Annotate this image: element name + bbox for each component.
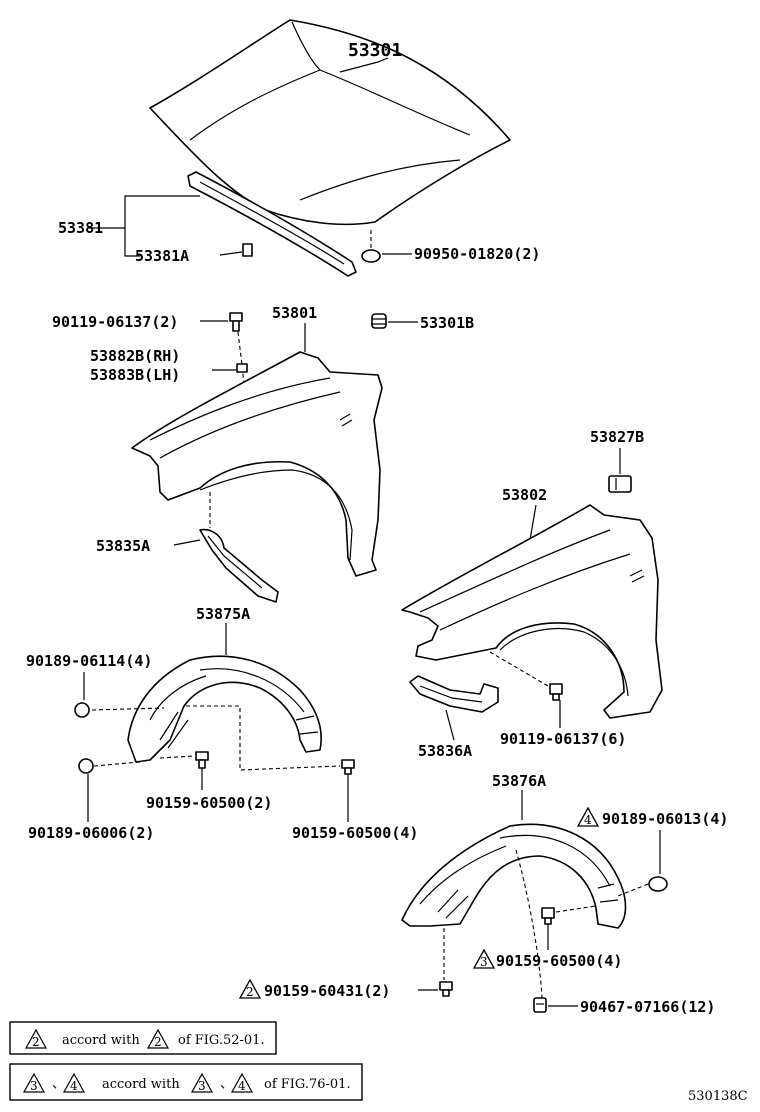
marker-triangle-2-a: 2 [238,978,262,999]
bolt-90119-b[interactable] [549,683,563,701]
screw-90159-a[interactable] [195,751,209,769]
seal-53381[interactable] [187,171,357,277]
dash-90159-b [186,705,341,771]
screw-90159-d[interactable] [439,981,453,997]
label-53802: 53802 [502,486,547,504]
label-53827B: 53827B [590,428,644,446]
svg-text:3: 3 [198,1079,206,1093]
fender-53801[interactable] [131,351,383,577]
svg-text:3: 3 [30,1079,38,1093]
label-53836A: 53836A [418,742,472,760]
clip-90467[interactable] [533,997,547,1013]
label-53883B: 53883B(LH) [90,366,180,384]
svg-text:of FIG.52-01.: of FIG.52-01. [178,1033,265,1048]
svg-text:4: 4 [238,1079,246,1093]
label-53876A: 53876A [492,772,546,790]
note-box-1: 2 accord with 2 of FIG.52-01. [9,1021,277,1055]
dash-90189-a [91,707,165,711]
svg-text:3: 3 [480,955,488,969]
figure-code: 530138C [688,1089,748,1104]
svg-text:2: 2 [154,1035,162,1049]
bumper-90950[interactable] [361,230,381,263]
dash-90159-a [159,755,195,759]
label-53381A: 53381A [135,247,189,265]
fender-53802[interactable] [401,504,663,719]
clip-53301B[interactable] [371,313,387,329]
label-53301B: 53301B [420,314,474,332]
label-90159-a: 90159-60500(2) [146,794,272,812]
label-90950: 90950-01820(2) [414,245,540,263]
liner-53875A[interactable] [127,655,322,763]
label-53381: 53381 [58,219,103,237]
dash-90467 [515,849,543,999]
svg-text:4: 4 [584,813,592,827]
marker-triangle-4-a: 4 [576,806,600,827]
svg-text:、: 、 [220,1077,233,1092]
liner-53876A[interactable] [401,823,627,929]
label-53301: 53301 [348,40,402,61]
label-90159-b: 90159-60500(4) [292,824,418,842]
bracket-53835A[interactable] [199,528,279,603]
clip-53381A[interactable] [219,243,253,257]
dash-90119-b [489,651,549,687]
label-53835A: 53835A [96,537,150,555]
label-90189-b: 90189-06006(2) [28,824,154,842]
label-90119-b: 90119-06137(6) [500,730,626,748]
dash-90159-c [555,905,597,913]
label-90119-a: 90119-06137(2) [52,313,178,331]
svg-text:of FIG.76-01.: of FIG.76-01. [264,1077,351,1092]
leader-53836A [445,709,455,741]
svg-text:accord with: accord with [102,1077,180,1092]
label-90189-c: 90189-06013(4) [602,810,728,828]
dash-90189-b [93,761,141,767]
clip-90189-b[interactable] [78,758,94,774]
screw-90159-b[interactable] [341,759,355,775]
clip-90189-c[interactable] [648,876,668,892]
hood-53301[interactable] [149,19,511,226]
label-53801: 53801 [272,304,317,322]
screw-90159-c[interactable] [541,907,555,925]
marker-triangle-3: 3 [472,948,496,969]
svg-text:4: 4 [70,1079,78,1093]
clip-53827B[interactable] [608,475,632,493]
svg-text:2: 2 [246,985,254,999]
leader-53381 [124,195,200,257]
svg-text:2: 2 [32,1035,40,1049]
label-90159-d: 90159-60431(2) [264,982,390,1000]
leader-53835A [173,539,201,546]
label-90159-c: 90159-60500(4) [496,952,622,970]
label-90189-a: 90189-06114(4) [26,652,152,670]
label-53875A: 53875A [196,605,250,623]
dash-90189-c [617,883,649,897]
leader-53301 [339,57,389,73]
bracket-53836A[interactable] [409,675,499,713]
svg-text:accord with: accord with [62,1033,140,1048]
label-90467: 90467-07166(12) [580,998,715,1016]
clip-53882B[interactable] [236,363,248,373]
note-box-2: 3 、 4 accord with 3 、 4 of FIG.76-01. [9,1063,363,1101]
clip-90189-a[interactable] [74,702,90,718]
bolt-90119-a[interactable] [229,312,243,332]
label-53882B: 53882B(RH) [90,347,180,365]
leader-53802 [529,504,537,541]
svg-text:、: 、 [52,1077,65,1092]
